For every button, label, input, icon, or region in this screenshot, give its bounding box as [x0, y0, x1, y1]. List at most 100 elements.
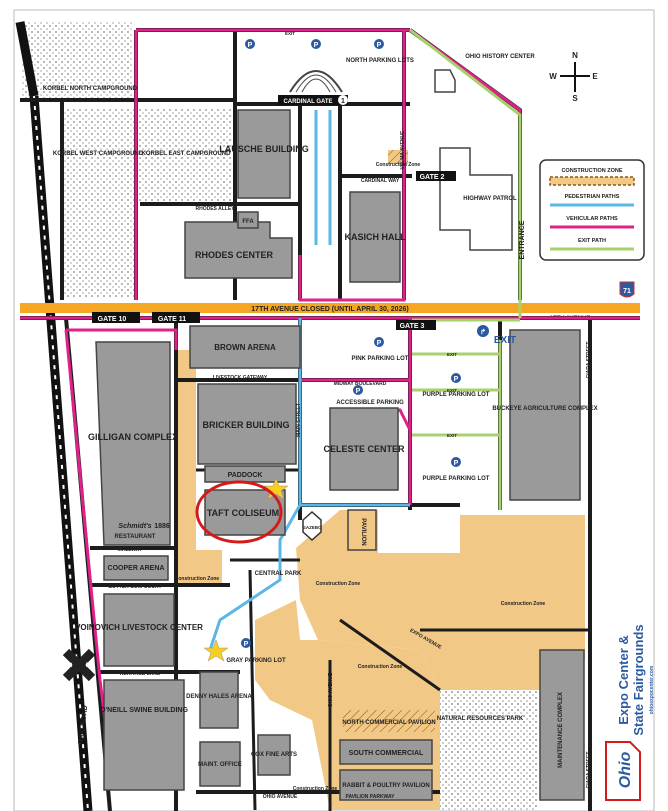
- entrance-label: ENTRANCE: [519, 220, 526, 259]
- korbel-west-label: KORBEL WEST CAMPGROUND: [53, 151, 144, 157]
- ohio-state-outline: [605, 741, 641, 801]
- exit-sm-2: EXIT: [447, 388, 457, 393]
- compass-s: S: [572, 94, 578, 103]
- cox-label: COX FINE ARTS: [251, 752, 297, 758]
- parking-icon-gray: P: [241, 638, 251, 648]
- schmidts-label: Schmidt's: [118, 523, 151, 530]
- legend-exit-label: EXIT PATH: [578, 238, 606, 244]
- taft-highlight-circle: [195, 480, 283, 544]
- kasich-hall: [349, 191, 401, 283]
- interstate-71-shield: 71: [619, 281, 635, 298]
- velma-avenue-label: VELMA AVENUE: [400, 130, 406, 170]
- svg-text:GATE 2: GATE 2: [420, 174, 445, 181]
- gate-11[interactable]: GATE 11: [152, 312, 200, 323]
- north-commercial-label: NORTH COMMERCIAL PAVILION: [342, 720, 435, 726]
- compass-w: W: [549, 72, 557, 81]
- south-commercial: [339, 739, 433, 765]
- lausche-building: [237, 109, 291, 199]
- parking-icon-purple2: P: [451, 457, 461, 467]
- star-marker-gray-lot: [203, 639, 229, 662]
- svg-text:GATE 11: GATE 11: [158, 316, 186, 323]
- denny-label: DENNY HALES ARENA: [186, 694, 252, 700]
- korbel-west-campground-area: [62, 108, 134, 298]
- construction-zone-label-6: Construction Zone: [376, 162, 421, 168]
- area-labels: CENTRAL PARK NATURAL RESOURCES PARK Cons…: [175, 162, 546, 792]
- ohio-avenue-label: OHIO AVENUE: [328, 672, 334, 707]
- railroad: [15, 21, 93, 811]
- kasich-label: KASICH HALL: [345, 232, 406, 242]
- pedestrian-paths: [208, 110, 410, 651]
- svg-text:P: P: [314, 42, 319, 49]
- bricker-label: BRICKER BUILDING: [203, 420, 290, 430]
- midway-boulevard-label: MIDWAY BOULEVARD: [334, 381, 387, 387]
- maintenance-complex-label: MAINTENANCE COMPLEX: [558, 692, 564, 768]
- south-commercial-label: SOUTH COMMERCIAL: [349, 750, 424, 757]
- ffa-building: [237, 211, 259, 229]
- gilligan-label: GILLIGAN COMPLEX: [88, 432, 178, 442]
- exit-label: EXIT: [494, 335, 516, 346]
- compass-rose: N S E W: [549, 51, 598, 103]
- denny-hales-arena: [199, 671, 239, 729]
- highway-patrol-building: [439, 147, 513, 251]
- voinovich-livestock-center: [103, 593, 175, 667]
- oneill-swine-building: [103, 679, 185, 791]
- exit-badge[interactable]: ↱ EXIT: [477, 325, 516, 346]
- main-street-label: MAIN STREET: [296, 403, 302, 437]
- restaurant-label: RESTAURANT: [115, 534, 156, 540]
- parking-icon-accessible: P: [353, 385, 363, 395]
- livestock-gateway-label: LIVESTOCK GATEWAY: [213, 375, 268, 381]
- exit-sm-3: EXIT: [447, 433, 457, 438]
- buckeye-label: BUCKEYE AGRICULTURE COMPLEX: [492, 406, 597, 412]
- buckeye-agriculture-complex: [509, 329, 581, 501]
- rhodes-label: RHODES CENTER: [195, 250, 274, 260]
- construction-zone-label-1: Construction Zone: [316, 581, 361, 587]
- accessible-parking-label: ACCESSIBLE PARKING: [336, 400, 404, 406]
- taft-coliseum: [204, 489, 286, 536]
- heritage-lane-label: HERITAGE LANE: [120, 671, 161, 677]
- campground-labels: KORBEL NORTH CAMPGROUND KORBEL WEST CAMP…: [43, 86, 231, 157]
- buildings: [95, 69, 585, 801]
- pavilion: [347, 509, 377, 551]
- gate-3[interactable]: GATE 3: [396, 320, 436, 330]
- gate-cardinal[interactable]: CARDINAL GATE 1: [278, 95, 348, 105]
- pink-parking-label: PINK PARKING LOT: [352, 356, 409, 362]
- cardinal-gate-number: 1: [341, 98, 345, 105]
- construction-zone-label-5: Construction Zone: [175, 576, 220, 582]
- celeste-center: [329, 407, 399, 491]
- brand-line1: Expo Center &: [616, 635, 631, 725]
- maint-label: MAINT. OFFICE: [198, 762, 242, 768]
- schmidts-year: 1886: [154, 523, 170, 530]
- 17th-avenue-closure-banner: 17TH AVENUE CLOSED (UNTIL APRIL 30, 2026…: [20, 303, 640, 313]
- paddock-label: PADDOCK: [228, 472, 263, 479]
- construction-zone-label-4: Construction Zone: [293, 786, 338, 792]
- oneill-label: O'NEILL SWINE BUILDING: [100, 707, 188, 714]
- svg-text:GAZEBO: GAZEBO: [302, 525, 322, 530]
- svg-text:R: R: [86, 663, 91, 669]
- svg-text:P: P: [454, 460, 459, 467]
- closure-text: 17TH AVENUE CLOSED (UNTIL APRIL 30, 2026…: [251, 306, 408, 313]
- taft-label: TAFT COLISEUM: [207, 508, 279, 518]
- parking-icon-north: P: [374, 39, 384, 49]
- gray-parking-label: GRAY PARKING LOT: [226, 658, 286, 664]
- mallway-label: MALLWAY: [118, 547, 143, 553]
- parking-labels: NORTH PARKING LOTS PINK PARKING LOT ACCE…: [226, 58, 489, 664]
- maintenance-complex: [539, 649, 585, 801]
- korbel-east-label: KORBEL EAST CAMPGROUND: [142, 151, 232, 157]
- compass-e: E: [592, 72, 598, 81]
- brand-logo: Expo Center & State Fairgrounds ohioexpo…: [605, 624, 655, 801]
- exit-sm-1: EXIT: [447, 352, 457, 357]
- purple-parking-label-1: PURPLE PARKING LOT: [423, 392, 490, 398]
- building-labels: LAUSCHE BUILDING KASICH HALL RHODES CENT…: [75, 54, 598, 789]
- map-legend: CONSTRUCTION ZONE PEDESTRIAN PATHS VEHIC…: [539, 159, 645, 261]
- brand-line2: State Fairgrounds: [631, 624, 646, 735]
- pavilion-label: PAVILION: [360, 518, 366, 545]
- ciara-street-label-top: CIARA STREET: [586, 342, 592, 379]
- gate-2[interactable]: GATE 2: [416, 171, 456, 181]
- ciara-street-label-bottom: CIARA STREET: [586, 752, 592, 789]
- patrol-label: HIGHWAY PATROL: [463, 196, 517, 202]
- parking-icon-gate: P: [311, 39, 321, 49]
- celeste-label: CELESTE CENTER: [323, 444, 405, 454]
- railroad-crossing-sign: R R: [62, 648, 96, 682]
- gate-10[interactable]: GATE 10: [92, 312, 140, 323]
